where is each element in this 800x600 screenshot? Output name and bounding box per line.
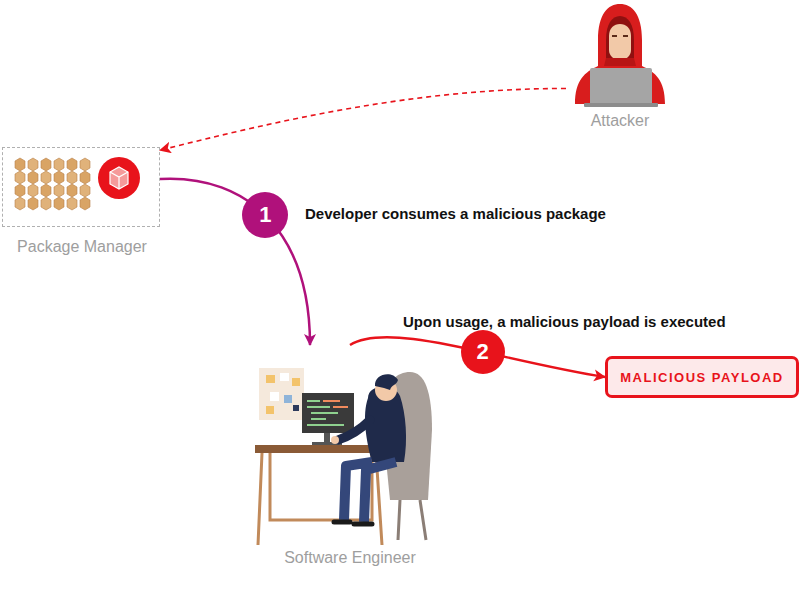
engineer-illustration [250, 345, 450, 545]
node-label: Software Engineer [250, 549, 450, 567]
package-grid [2, 147, 160, 227]
attacker-illustration [566, 0, 674, 108]
step-description: Upon usage, a malicious payload is execu… [401, 313, 728, 330]
step-description: Developer consumes a malicious package [303, 205, 608, 222]
attacker-figure: Attacker [566, 0, 674, 132]
connector [160, 88, 566, 150]
engineer-figure: Software Engineer [250, 345, 450, 575]
payload-box: MALICIOUS PAYLOAD [605, 356, 799, 398]
node-label: Package Manager [3, 238, 161, 256]
callout-number: 2 [461, 330, 505, 374]
connector [160, 179, 310, 345]
package-manager-box: Package Manager [2, 147, 160, 227]
node-label: MALICIOUS PAYLOAD [620, 370, 783, 385]
callout-number: 1 [242, 192, 288, 238]
node-label: Attacker [566, 112, 674, 130]
